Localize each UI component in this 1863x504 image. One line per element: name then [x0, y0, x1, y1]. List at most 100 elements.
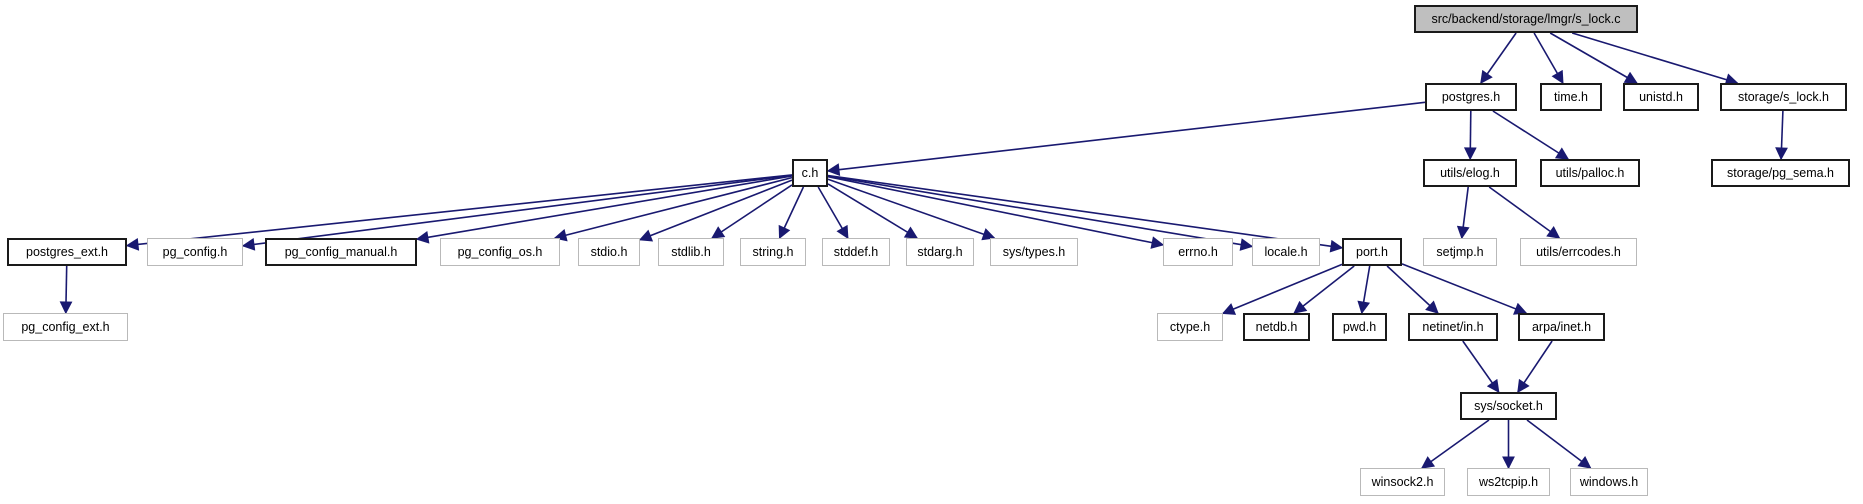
- graph-node-stdlib_h: stdlib.h: [658, 238, 724, 266]
- edge-c_h-to-pg_config_os_h: [553, 176, 793, 242]
- graph-node-label: sys/types.h: [1002, 244, 1066, 259]
- graph-node-label: port.h: [1356, 244, 1388, 259]
- edge-utils_elog_h-to-setjmp_h: [1456, 186, 1470, 240]
- graph-node-label: errno.h: [1178, 244, 1218, 259]
- graph-node-utils_elog_h[interactable]: utils/elog.h: [1423, 159, 1517, 187]
- graph-node-pg_config_h: pg_config.h: [147, 238, 243, 266]
- graph-node-label: stdio.h: [590, 244, 628, 259]
- graph-node-stdarg_h: stdarg.h: [906, 238, 974, 266]
- edge-netinet_in_h-to-sys_socket_h: [1462, 340, 1500, 394]
- graph-node-label: stdarg.h: [917, 244, 963, 259]
- graph-node-storage_pg_sema_h[interactable]: storage/pg_sema.h: [1711, 159, 1850, 187]
- graph-node-label: netdb.h: [1255, 319, 1298, 334]
- edge-c_h-to-postgres_ext_h: [125, 174, 793, 251]
- graph-node-label: utils/palloc.h: [1555, 165, 1625, 180]
- edge-c_h-to-sys_types_h: [827, 178, 996, 241]
- graph-node-label: arpa/inet.h: [1531, 319, 1592, 334]
- edge-c_h-to-stddef_h: [817, 186, 849, 240]
- graph-node-unistd_h[interactable]: unistd.h: [1623, 83, 1699, 111]
- edge-port_h-to-netinet_in_h: [1386, 265, 1439, 314]
- graph-node-pwd_h[interactable]: pwd.h: [1332, 313, 1387, 341]
- graph-node-label: netinet/in.h: [1422, 319, 1484, 334]
- graph-node-string_h: string.h: [740, 238, 806, 266]
- graph-node-label: pg_config_os.h: [457, 244, 543, 259]
- edge-storage_s_lock_h-to-storage_pg_sema_h: [1775, 110, 1788, 161]
- graph-node-label: pwd.h: [1342, 319, 1377, 334]
- graph-node-arpa_inet_h[interactable]: arpa/inet.h: [1518, 313, 1605, 341]
- graph-node-label: unistd.h: [1639, 89, 1683, 104]
- edge-main-to-unistd_h: [1549, 32, 1638, 84]
- graph-node-label: pg_config_manual.h: [284, 244, 398, 259]
- edge-c_h-to-errno_h: [827, 175, 1165, 249]
- graph-node-sys_types_h: sys/types.h: [990, 238, 1078, 266]
- edge-arpa_inet_h-to-sys_socket_h: [1517, 340, 1553, 394]
- graph-node-label: windows.h: [1579, 474, 1639, 489]
- graph-node-utils_errcodes_h: utils/errcodes.h: [1520, 238, 1637, 266]
- graph-node-main: src/backend/storage/lmgr/s_lock.c: [1414, 5, 1638, 33]
- edge-main-to-storage_s_lock_h: [1571, 32, 1739, 86]
- graph-node-postgres_ext_h[interactable]: postgres_ext.h: [7, 238, 127, 266]
- edge-sys_socket_h-to-winsock2_h: [1420, 419, 1490, 469]
- graph-node-label: stddef.h: [833, 244, 879, 259]
- graph-node-windows_h: windows.h: [1570, 468, 1648, 496]
- graph-node-time_h[interactable]: time.h: [1540, 83, 1602, 111]
- graph-node-label: ws2tcpip.h: [1478, 474, 1539, 489]
- edge-main-to-postgres_h: [1480, 32, 1517, 85]
- graph-node-label: setjmp.h: [1436, 244, 1484, 259]
- graph-node-netdb_h[interactable]: netdb.h: [1243, 313, 1310, 341]
- edge-c_h-to-stdlib_h: [711, 184, 793, 239]
- graph-node-label: ctype.h: [1169, 319, 1211, 334]
- edge-c_h-to-stdarg_h: [827, 183, 919, 239]
- graph-node-pg_config_ext_h: pg_config_ext.h: [3, 313, 128, 341]
- graph-node-label: utils/errcodes.h: [1536, 244, 1621, 259]
- graph-node-label: pg_config_ext.h: [21, 319, 110, 334]
- graph-node-locale_h: locale.h: [1252, 238, 1320, 266]
- graph-node-stddef_h: stddef.h: [822, 238, 890, 266]
- graph-node-label: string.h: [752, 244, 794, 259]
- edge-utils_elog_h-to-utils_errcodes_h: [1488, 186, 1561, 239]
- edge-sys_socket_h-to-windows_h: [1526, 419, 1592, 469]
- graph-node-setjmp_h: setjmp.h: [1423, 238, 1497, 266]
- graph-node-label: locale.h: [1264, 244, 1308, 259]
- graph-node-netinet_in_h[interactable]: netinet/in.h: [1408, 313, 1498, 341]
- graph-node-label: utils/elog.h: [1440, 165, 1500, 180]
- graph-node-label: sys/socket.h: [1474, 398, 1543, 413]
- graph-node-label: pg_config.h: [162, 244, 228, 259]
- edge-c_h-to-pg_config_h: [241, 174, 793, 251]
- graph-node-pg_config_manual_h[interactable]: pg_config_manual.h: [265, 238, 417, 266]
- graph-node-utils_palloc_h[interactable]: utils/palloc.h: [1540, 159, 1640, 187]
- edge-main-to-time_h: [1533, 32, 1564, 85]
- edge-c_h-to-string_h: [778, 186, 805, 240]
- graph-node-label: c.h: [801, 165, 819, 180]
- graph-node-storage_s_lock_h[interactable]: storage/s_lock.h: [1720, 83, 1847, 111]
- graph-node-label: postgres.h: [1441, 89, 1501, 104]
- graph-node-pg_config_os_h: pg_config_os.h: [440, 238, 560, 266]
- graph-node-winsock2_h: winsock2.h: [1360, 468, 1445, 496]
- edge-c_h-to-stdio_h: [638, 179, 793, 242]
- graph-node-stdio_h: stdio.h: [578, 238, 640, 266]
- graph-node-ctype_h: ctype.h: [1157, 313, 1223, 341]
- graph-node-sys_socket_h[interactable]: sys/socket.h: [1460, 392, 1557, 420]
- graph-node-postgres_h[interactable]: postgres.h: [1425, 83, 1517, 111]
- edge-port_h-to-pwd_h: [1357, 265, 1371, 315]
- edge-postgres_h-to-c_h: [826, 101, 1426, 176]
- graph-node-label: winsock2.h: [1371, 474, 1434, 489]
- graph-node-label: src/backend/storage/lmgr/s_lock.c: [1431, 11, 1621, 26]
- edge-c_h-to-pg_config_manual_h: [415, 175, 793, 244]
- edge-c_h-to-port_h: [827, 174, 1344, 253]
- graph-node-ws2tcpip_h: ws2tcpip.h: [1467, 468, 1550, 496]
- graph-node-errno_h: errno.h: [1163, 238, 1233, 266]
- edge-c_h-to-locale_h: [827, 175, 1254, 251]
- edge-postgres_ext_h-to-pg_config_ext_h: [59, 265, 73, 315]
- graph-node-c_h[interactable]: c.h: [792, 159, 828, 187]
- edge-postgres_h-to-utils_elog_h: [1463, 110, 1477, 161]
- edge-port_h-to-arpa_inet_h: [1401, 263, 1528, 315]
- graph-node-label: storage/pg_sema.h: [1726, 165, 1834, 180]
- graph-node-label: storage/s_lock.h: [1737, 89, 1830, 104]
- edge-port_h-to-ctype_h: [1221, 263, 1343, 315]
- edge-postgres_h-to-utils_palloc_h: [1492, 110, 1570, 160]
- edge-port_h-to-netdb_h: [1293, 265, 1355, 314]
- graph-node-port_h[interactable]: port.h: [1342, 238, 1402, 266]
